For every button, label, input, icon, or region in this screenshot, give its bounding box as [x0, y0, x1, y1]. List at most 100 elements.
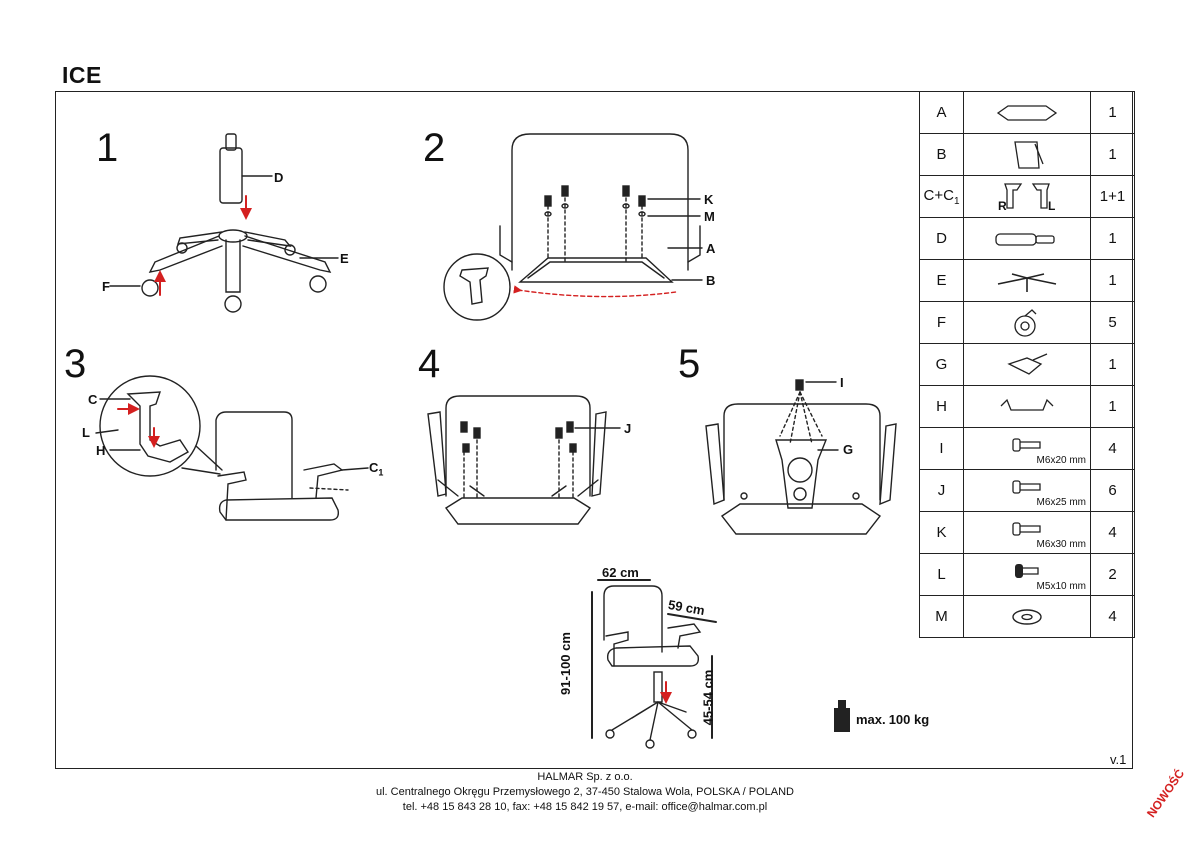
- part-letter: G: [919, 343, 964, 386]
- step-number-1: 1: [96, 126, 119, 170]
- part-image: [963, 595, 1091, 638]
- armrest-bracket-icon: [964, 396, 1090, 418]
- part-spec: M6x30 mm: [1036, 539, 1086, 550]
- armrest-left-label: L: [1048, 199, 1056, 213]
- label-l: L: [82, 425, 90, 440]
- step2-drawing: [443, 133, 703, 321]
- weight-icon: [834, 700, 850, 732]
- part-spec: M6x25 mm: [1036, 497, 1086, 508]
- dimension-height: 91-100 cm: [557, 632, 573, 695]
- part-quantity: 5: [1090, 301, 1135, 344]
- part-image: M6x25 mm: [963, 469, 1091, 512]
- part-quantity: 1: [1090, 343, 1135, 386]
- label-h: H: [96, 443, 106, 458]
- part-letter: D: [919, 217, 964, 260]
- step-number-5: 5: [678, 342, 701, 386]
- star-base-icon: [964, 268, 1090, 294]
- step1-drawing: [109, 133, 339, 313]
- part-image: [963, 343, 1091, 386]
- label-k: K: [704, 192, 714, 207]
- armrest-right-label: R: [998, 199, 1007, 213]
- label-c: C: [88, 392, 98, 407]
- part-quantity: 4: [1090, 427, 1135, 470]
- seat-icon: [964, 102, 1090, 124]
- mechanism-icon: [964, 350, 1090, 380]
- label-d: D: [274, 170, 284, 185]
- label-c1: C1: [369, 460, 384, 478]
- part-image: M5x10 mm: [963, 553, 1091, 596]
- label-f: F: [102, 279, 110, 294]
- max-load-label: max. 100 kg: [856, 712, 930, 727]
- product-title: ICE: [62, 62, 102, 88]
- part-image: [963, 385, 1091, 428]
- parts-row: K M6x30 mm 4: [919, 511, 1135, 554]
- footer-address: ul. Centralnego Okręgu Przemysłowego 2, …: [375, 786, 794, 798]
- gas-lift-icon: [964, 229, 1090, 249]
- step5-drawing: [705, 379, 897, 535]
- bolt-icon: [964, 521, 1090, 537]
- part-letter: J: [919, 469, 964, 512]
- washer-icon: [964, 607, 1090, 627]
- part-letter: C+C1: [919, 175, 964, 218]
- dimension-seat-height: 45-54 cm: [700, 669, 716, 726]
- part-image: [963, 91, 1091, 134]
- part-spec: M6x20 mm: [1036, 455, 1086, 466]
- label-m: M: [704, 209, 715, 224]
- part-image: [963, 217, 1091, 260]
- part-quantity: 1+1: [1090, 175, 1135, 218]
- part-letter: H: [919, 385, 964, 428]
- backrest-icon: [964, 138, 1090, 172]
- footer-company: HALMAR Sp. z o.o.: [537, 771, 633, 783]
- part-quantity: 1: [1090, 133, 1135, 176]
- step4-drawing: [427, 395, 621, 525]
- part-image: [963, 259, 1091, 302]
- part-image: M6x20 mm: [963, 427, 1091, 470]
- part-letter: B: [919, 133, 964, 176]
- part-quantity: 4: [1090, 511, 1135, 554]
- part-quantity: 1: [1090, 385, 1135, 428]
- parts-row: J M6x25 mm 6: [919, 469, 1135, 512]
- armrests-icon: [964, 180, 1090, 214]
- part-letter: K: [919, 511, 964, 554]
- dimension-drawing: [591, 579, 717, 749]
- version-label: v.1: [1110, 752, 1127, 767]
- bolt-icon: [964, 479, 1090, 495]
- step3-drawing: [95, 375, 369, 521]
- parts-row: I M6x20 mm 4: [919, 427, 1135, 470]
- part-letter: I: [919, 427, 964, 470]
- caster-icon: [964, 306, 1090, 340]
- footer-contact: tel. +48 15 843 28 10, fax: +48 15 842 1…: [402, 801, 768, 813]
- screw-icon: [964, 563, 1090, 579]
- part-spec: M5x10 mm: [1036, 581, 1086, 592]
- part-letter: M: [919, 595, 964, 638]
- part-quantity: 1: [1090, 91, 1135, 134]
- step-number-2: 2: [423, 126, 446, 170]
- part-quantity: 6: [1090, 469, 1135, 512]
- dimension-width: 62 cm: [602, 565, 639, 580]
- part-quantity: 4: [1090, 595, 1135, 638]
- parts-row: L M5x10 mm 2: [919, 553, 1135, 596]
- part-letter: F: [919, 301, 964, 344]
- part-image: [963, 301, 1091, 344]
- label-e: E: [340, 251, 349, 266]
- part-image: [963, 133, 1091, 176]
- part-letter: L: [919, 553, 964, 596]
- part-letter: A: [919, 91, 964, 134]
- bolt-icon: [964, 437, 1090, 453]
- part-image: M6x30 mm: [963, 511, 1091, 554]
- step-number-4: 4: [418, 342, 441, 386]
- part-quantity: 2: [1090, 553, 1135, 596]
- step-number-3: 3: [64, 342, 87, 386]
- label-b: B: [706, 273, 716, 288]
